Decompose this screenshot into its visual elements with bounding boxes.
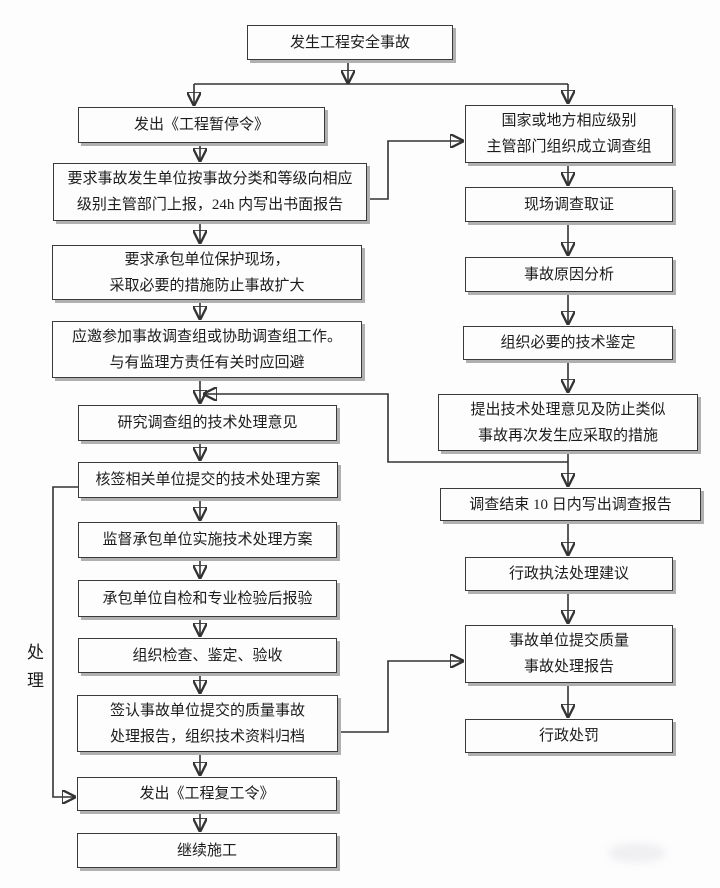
flow-node-sign-report-archive: 签认事故单位提交的质量事故 处理报告，组织技术资料归档 (77, 695, 338, 752)
flow-node-supervise-implementation: 监督承包单位实施技术处理方案 (78, 522, 337, 558)
flow-node-report-to-authority: 要求事故发生单位按事故分类和等级向相应 级别主管部门上报，24h 内写出书面报告 (53, 163, 367, 221)
flow-node-issue-suspension-order: 发出《工程暂停令》 (78, 107, 325, 143)
edges (52, 60, 568, 830)
flow-node-unit-submits-quality-report: 事故单位提交质量 事故处理报告 (465, 625, 673, 683)
flow-node-organize-acceptance: 组织检查、鉴定、验收 (78, 638, 337, 673)
flow-node-site-evidence-collection: 现场调查取证 (465, 187, 673, 222)
flow-node-countersign-treatment-plan: 核签相关单位提交的技术处理方案 (78, 462, 338, 498)
flow-node-incident-occurs: 发生工程安全事故 (247, 25, 453, 60)
flow-node-administrative-penalty: 行政处罚 (465, 719, 673, 753)
flow-node-join-investigation: 应邀参加事故调查组或协助调查组工作。 与有监理方责任有关时应回避 (52, 321, 362, 378)
flow-node-study-technical-opinion: 研究调查组的技术处理意见 (78, 405, 337, 441)
flow-node-continue-construction: 继续施工 (77, 833, 337, 868)
flow-node-enforcement-suggestion: 行政执法处理建议 (465, 557, 673, 591)
phase-label-handling: 处理 (24, 643, 43, 699)
watermark (608, 843, 666, 863)
flow-node-authority-forms-investigation-team: 国家或地方相应级别 主管部门组织成立调查组 (465, 105, 673, 163)
flow-node-technical-appraisal: 组织必要的技术鉴定 (463, 326, 673, 360)
flow-node-investigation-report: 调查结束 10 日内写出调查报告 (440, 488, 701, 521)
flow-node-issue-resume-order: 发出《工程复工令》 (77, 777, 337, 811)
flow-node-cause-analysis: 事故原因分析 (465, 257, 673, 292)
flow-node-propose-measures: 提出技术处理意见及防止类似 事故再次发生应采取的措施 (438, 394, 698, 451)
flow-node-contractor-self-inspection: 承包单位自检和专业检验后报验 (78, 580, 337, 617)
flow-node-protect-site: 要求承包单位保护现场， 采取必要的措施防止事故扩大 (52, 245, 362, 300)
